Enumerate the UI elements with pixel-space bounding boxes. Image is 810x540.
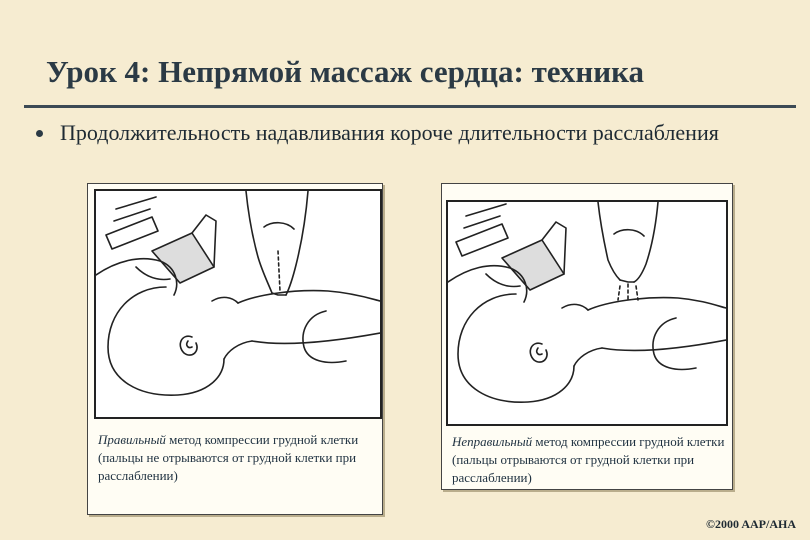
bullet-text: Продолжительность надавливания короче дл… xyxy=(60,120,719,145)
caption-text: метод компрессии грудной клетки (пальцы … xyxy=(452,434,725,485)
infant-compression-illustration-correct xyxy=(96,191,380,396)
title-divider xyxy=(24,105,796,108)
copyright-notice: ©2000 AAP/AHA xyxy=(706,517,796,531)
correct-technique-illustration-frame xyxy=(94,189,382,419)
slide-title: Урок 4: Непрямой массаж сердца: техника xyxy=(46,54,645,89)
bullet-icon xyxy=(36,130,43,137)
caption-emphasis: Неправильный xyxy=(452,434,533,449)
infant-compression-illustration-incorrect xyxy=(448,202,726,403)
incorrect-technique-caption: Неправильный метод компрессии грудной кл… xyxy=(452,433,728,487)
incorrect-technique-illustration-frame xyxy=(446,200,728,426)
incorrect-technique-panel: Неправильный метод компрессии грудной кл… xyxy=(441,183,733,490)
caption-emphasis: Правильный xyxy=(98,432,166,447)
correct-technique-panel: Правильный метод компрессии грудной клет… xyxy=(87,183,383,515)
caption-text: метод компрессии грудной клетки (пальцы … xyxy=(98,432,359,483)
correct-technique-caption: Правильный метод компрессии грудной клет… xyxy=(98,431,368,485)
